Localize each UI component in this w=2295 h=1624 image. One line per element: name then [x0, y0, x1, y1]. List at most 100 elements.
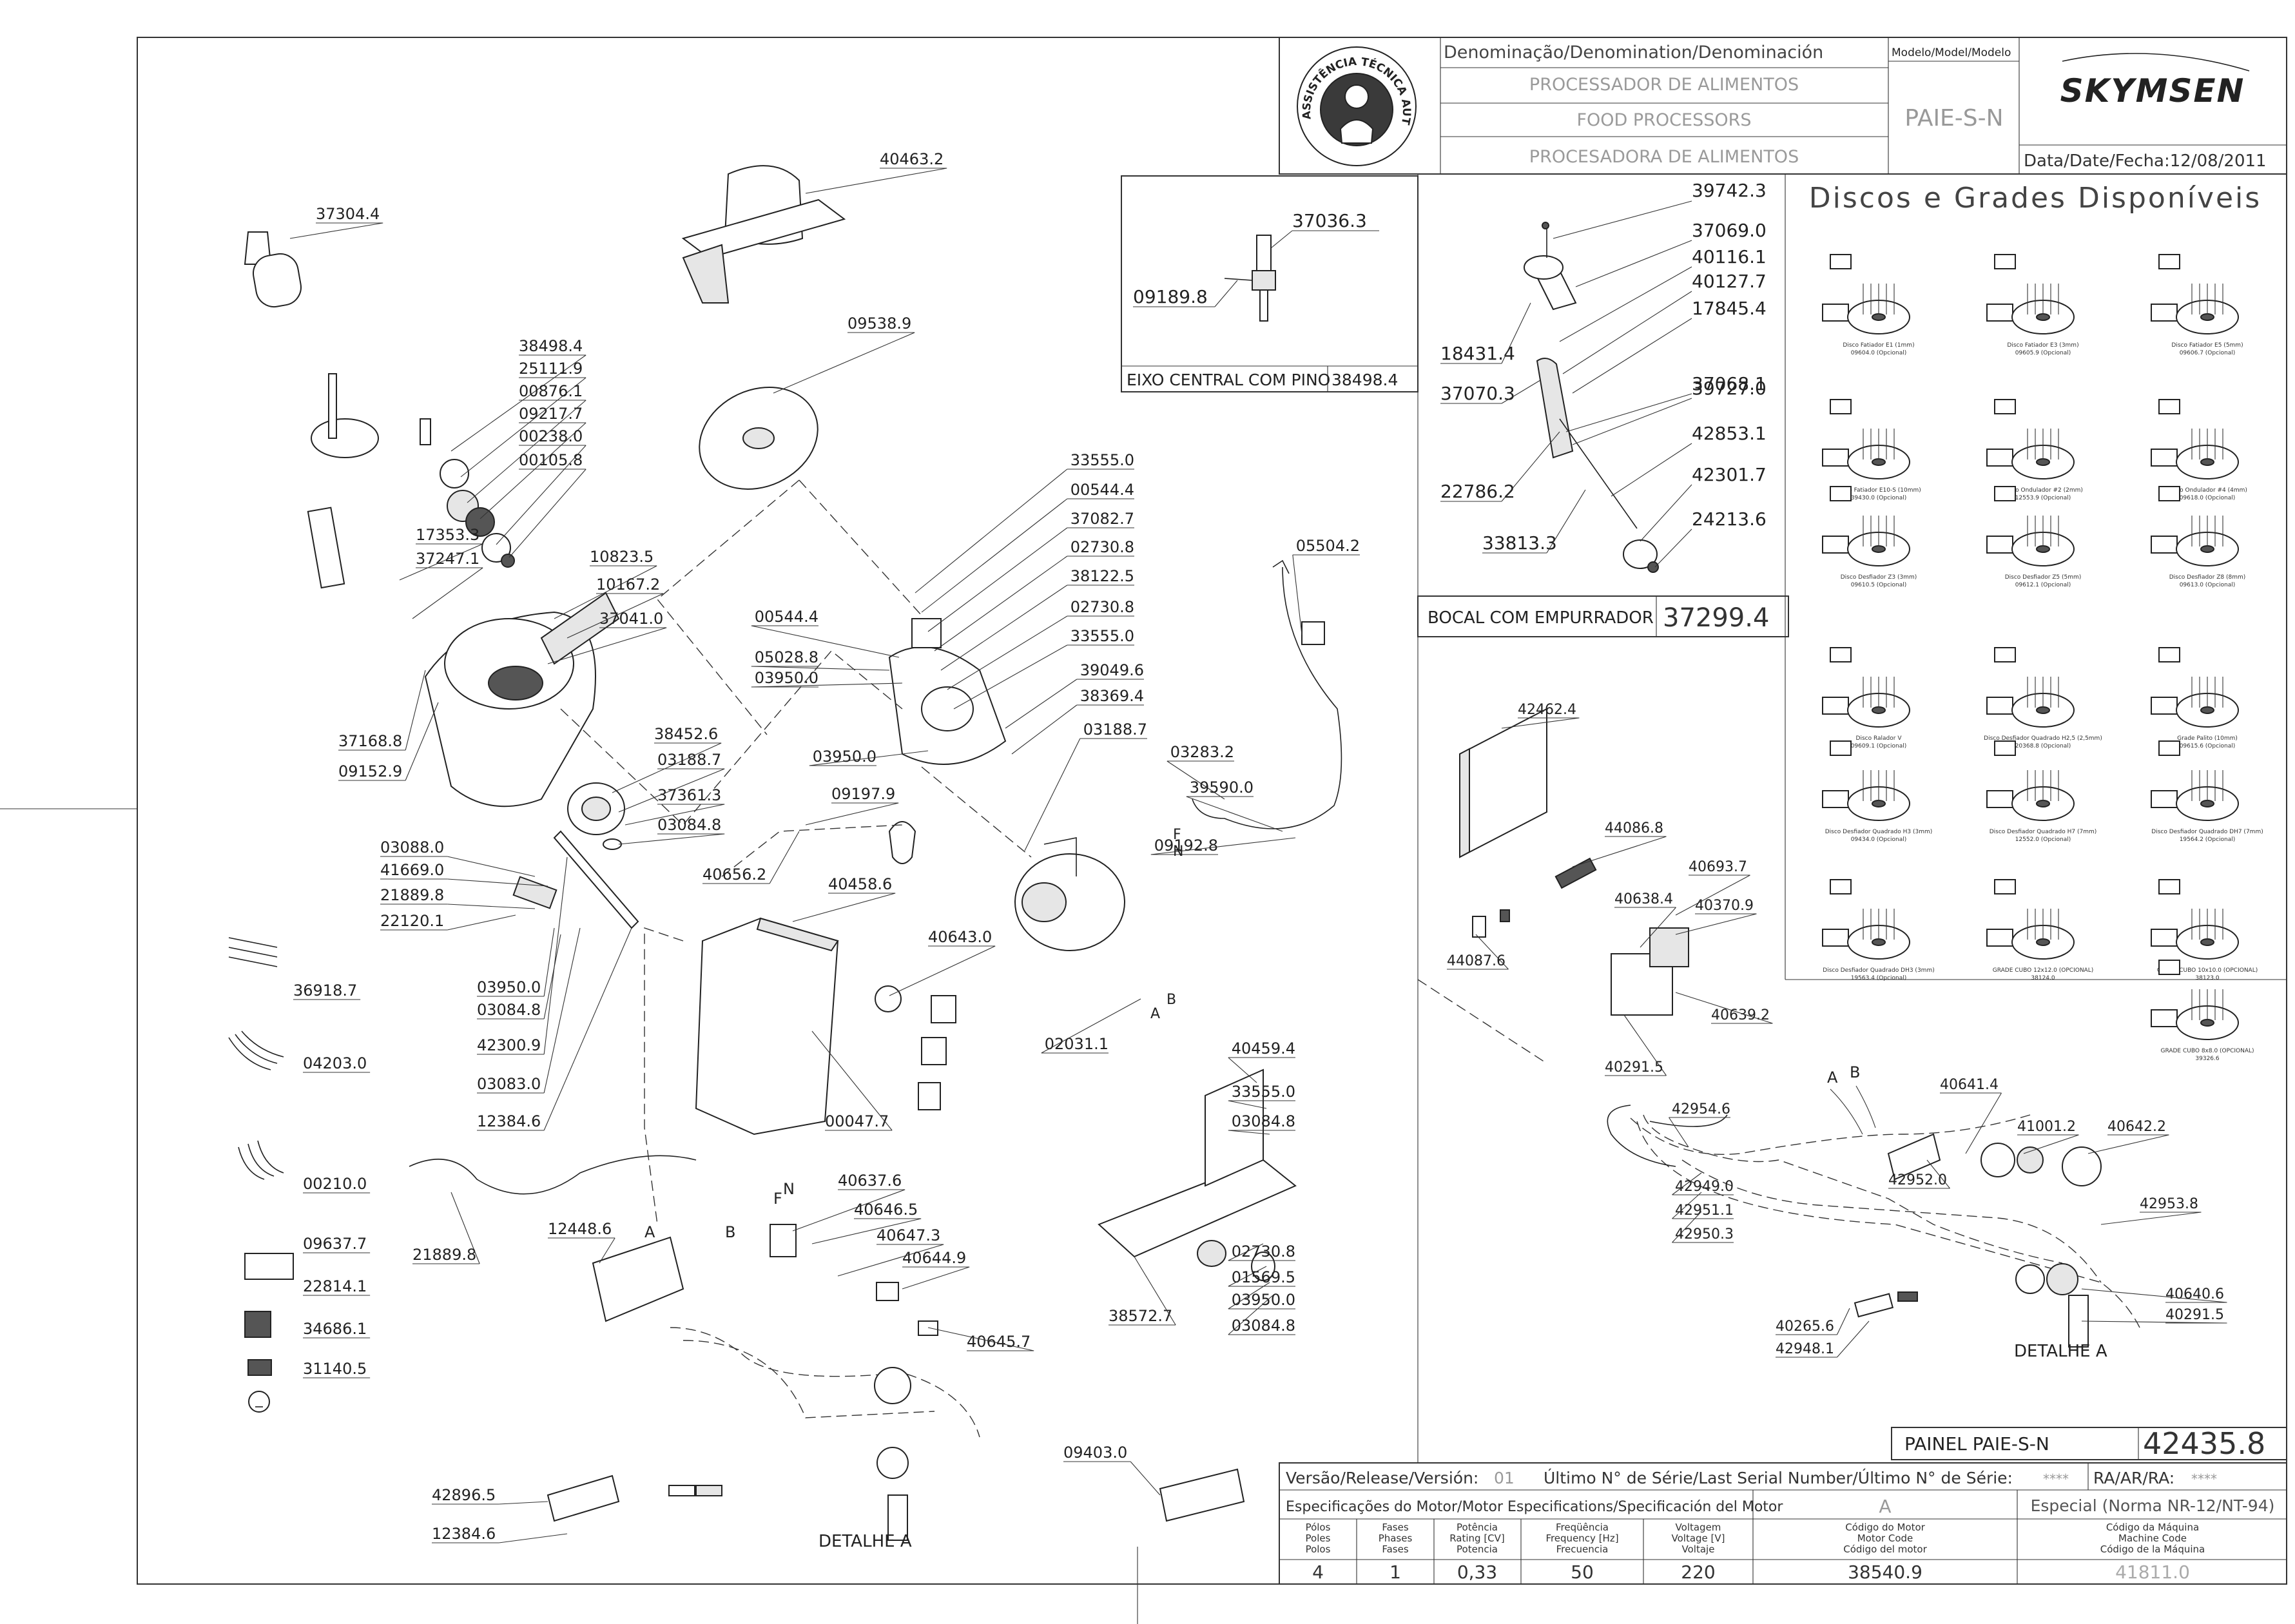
motor-header: Fases [1382, 1522, 1408, 1533]
motor-value: 41811.0 [2115, 1561, 2190, 1583]
leader-line [547, 627, 667, 664]
part-label: 37304.4 [316, 205, 380, 223]
disc-hub [2200, 800, 2214, 807]
motor-header: Poles [1306, 1532, 1331, 1544]
label-37068: 37068.1 [1692, 373, 1767, 394]
leader-line [412, 567, 483, 619]
part-label: 00047.7 [825, 1112, 889, 1130]
disc-caption: Disco Fatiador E1 (1mm) [1843, 342, 1914, 349]
disc-item: Disco Fatiador E1 (1mm)09604.0 (Opcional… [1822, 254, 1915, 356]
disc-hub [2036, 313, 2050, 321]
eixo-central-inset: EIXO CENTRAL COM PINO 38498.4 37036.3 09… [1121, 175, 1419, 392]
discos-panel: Discos e Grades Disponíveis Disco Fatiad… [1785, 174, 2287, 1062]
seal-text: ASSISTÊNCIA TÉCNICA AUTORIZADA [0, 0, 1413, 126]
leader-line [1475, 934, 1509, 970]
rev-value: A [1879, 1496, 1891, 1517]
disc-code: 09606.7 (Opcional) [2180, 350, 2236, 356]
part-label: 02730.8 [1232, 1242, 1295, 1261]
leader-line [543, 927, 581, 1094]
motor-spec-label: Especificações do Motor/Motor Especifica… [1286, 1499, 1783, 1515]
disc-clip [1994, 647, 2016, 662]
leader-line [479, 422, 586, 519]
leader-line [837, 1244, 944, 1277]
part-label: 40644.9 [902, 1249, 966, 1267]
part-label: 12384.6 [477, 1112, 541, 1130]
disc-caption: Disco Desfiador Z8 (8mm) [2169, 574, 2246, 581]
main-labels: 37304.440463.209538.938498.425111.900876… [289, 150, 1360, 1543]
serial-label: Último N° de Série/Last Serial Number/Úl… [1544, 1468, 2013, 1487]
leader-line [499, 1501, 548, 1505]
disc-code: 09613.0 (Opcional) [2180, 582, 2236, 588]
disc-hub [2200, 706, 2214, 714]
disc-code: 09609.1 (Opcional) [1851, 743, 1907, 749]
leader-line [1005, 679, 1078, 729]
leader-line [496, 445, 586, 545]
disc-caption: Disco Ondulador #4 (4mm) [2167, 487, 2247, 494]
disc-blade [1822, 449, 1849, 467]
disc-caption: Disco Desfiador Quadrado DH7 (7mm) [2151, 829, 2263, 835]
part-label: 42952.0 [1888, 1172, 1947, 1188]
leader-line [1672, 1192, 1702, 1219]
part-label: 12384.6 [432, 1525, 496, 1543]
part-label: 40693.7 [1689, 859, 1747, 875]
leader-line [1228, 1282, 1270, 1310]
leader-line [543, 934, 561, 1020]
part-label: 03950.0 [813, 748, 876, 766]
part-label: 40459.4 [1232, 1039, 1295, 1058]
label-40127: 40127.7 [1692, 271, 1767, 292]
part-label: 39049.6 [1080, 661, 1144, 679]
disc-item: GRADE CUBO 10x10.0 (OPCIONAL)38123.0 [2151, 879, 2258, 981]
label-A-motor: A [1150, 1006, 1160, 1022]
part-label: 33555.0 [1070, 627, 1134, 645]
disc-code: 20368.8 (Opcional) [2015, 743, 2071, 749]
part-label: 40291.5 [1605, 1059, 1663, 1076]
label-F-cable: F [1173, 827, 1181, 843]
leader-line [927, 1327, 1034, 1351]
disc-clip [1994, 486, 2016, 501]
leader-line [921, 498, 1068, 613]
label-A-right: A [1827, 1068, 1838, 1087]
part-label: 40647.3 [876, 1226, 940, 1244]
disc-clip [1994, 254, 2016, 269]
label-37070: 37070.3 [1440, 383, 1515, 404]
motor-header: Motor Code [1857, 1532, 1913, 1544]
disc-code: 09612.1 (Opcional) [2015, 582, 2071, 588]
leader-line [773, 332, 915, 394]
leader-line [792, 1189, 905, 1232]
part-label: 42953.8 [2140, 1196, 2198, 1212]
version-label: Versão/Release/Versión: [1286, 1469, 1478, 1487]
leader-line [1836, 1308, 1850, 1335]
leader-line [1228, 1130, 1270, 1135]
leader-line [447, 914, 516, 931]
part-label: 03950.0 [477, 978, 541, 996]
leader-line [543, 856, 568, 1055]
date-field: Data/Date/Fecha:12/08/2011 [2024, 151, 2267, 171]
label-A-main: A [644, 1223, 655, 1241]
disc-clip [1830, 254, 1852, 269]
part-label: 00238.0 [519, 427, 583, 445]
part-label: 40370.9 [1695, 898, 1754, 914]
disc-item: Disco Desfiador Quadrado DH7 (7mm)19564.… [2151, 740, 2263, 843]
leader-line [599, 1237, 615, 1264]
name-pt: PROCESSADOR DE ALIMENTOS [1529, 75, 1799, 95]
bocal-labels: 39742.3 37069.0 40116.1 40127.7 17845.4 … [1440, 180, 1767, 568]
leader-line [289, 222, 383, 239]
leader-line [889, 945, 996, 996]
leader-line [934, 556, 1068, 652]
leader-line [566, 593, 664, 639]
part-label: 44086.8 [1605, 820, 1663, 836]
part-label: 40642.2 [2107, 1119, 2166, 1135]
label-B-right: B [1850, 1063, 1860, 1081]
part-label: 03083.0 [477, 1075, 541, 1093]
part-label: 09403.0 [1063, 1444, 1127, 1462]
brand-swoosh [2062, 53, 2250, 72]
disc-code: 09434.0 (Opcional) [1851, 836, 1907, 843]
part-label: 22814.1 [303, 1277, 367, 1295]
ra-label: RA/AR/RA: [2093, 1469, 2174, 1487]
disc-clip [2158, 647, 2180, 662]
leader-line [1011, 704, 1078, 755]
label-B-motor: B [1167, 992, 1176, 1008]
disc-hub [1872, 800, 1886, 807]
leader-line [953, 644, 1068, 710]
